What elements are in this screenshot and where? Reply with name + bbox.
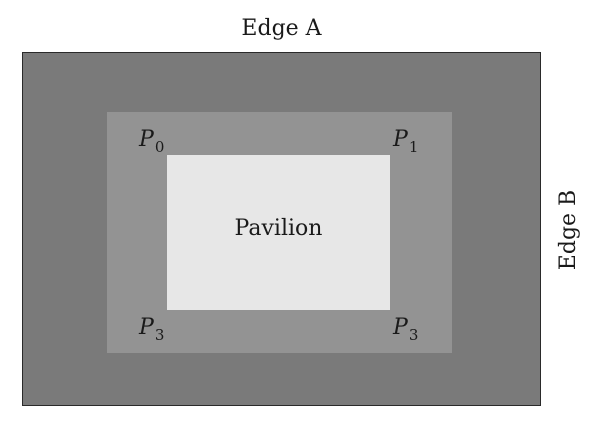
point-p0-subscript: 0 <box>154 138 165 156</box>
pavilion-area <box>167 155 390 310</box>
point-p3-bottom-left-label: P3 <box>139 314 165 344</box>
point-p1-letter: P <box>393 127 408 152</box>
point-p0-letter: P <box>139 127 154 152</box>
point-p3-bottom-right-subscript: 3 <box>408 326 419 344</box>
edge-b-label: Edge B <box>546 190 592 270</box>
point-p1-label: P1 <box>393 126 419 156</box>
edge-a-label: Edge A <box>241 16 322 41</box>
point-p3-bottom-right-label: P3 <box>393 314 419 344</box>
point-p3-bottom-right-letter: P <box>393 315 408 340</box>
point-p3-bottom-left-subscript: 3 <box>154 326 165 344</box>
pavilion-label: Pavilion <box>234 216 323 241</box>
point-p1-subscript: 1 <box>408 138 419 156</box>
edge-b-label-text: Edge B <box>556 189 581 271</box>
point-p0-label: P0 <box>139 126 165 156</box>
point-p3-bottom-left-letter: P <box>139 315 154 340</box>
